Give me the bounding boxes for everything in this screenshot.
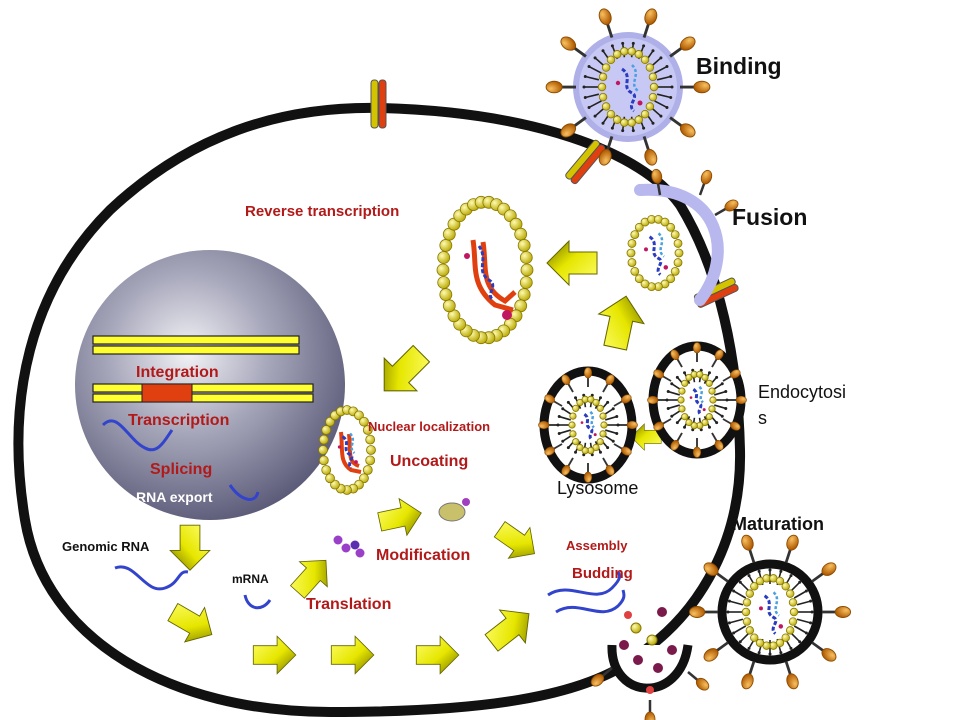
arrow-modification-to-assembly	[488, 513, 546, 570]
label-nuclear-localization: Nuclear localization	[368, 419, 490, 434]
arrow-to-budding	[478, 596, 543, 660]
arrow-fusion-to-rt	[546, 240, 598, 286]
label-binding: Binding	[696, 53, 782, 79]
lysosome-virion	[537, 366, 639, 484]
virion-binding	[544, 5, 712, 169]
arrow-to-modification	[375, 494, 426, 541]
mrna-strand	[243, 594, 272, 610]
arrow-nucleus-export	[169, 524, 211, 571]
label-integration: Integration	[136, 364, 219, 381]
modified-protein	[438, 498, 470, 522]
exported-rna	[228, 484, 260, 501]
host-dna	[92, 335, 314, 403]
label-endocytosis-2: s	[758, 408, 767, 428]
fusion-envelope	[634, 183, 724, 306]
label-translation: Translation	[306, 596, 391, 613]
endosome-virion	[646, 341, 748, 459]
polyprotein	[333, 535, 365, 558]
label-rna-export: RNA export	[136, 489, 213, 505]
label-lysosome: Lysosome	[557, 478, 638, 498]
label-modification: Modification	[376, 547, 470, 564]
label-assembly: Assembly	[566, 538, 628, 553]
label-fusion: Fusion	[732, 204, 807, 230]
capsid-reverse-transcription	[436, 195, 534, 345]
genomic-rna-strand	[114, 565, 189, 591]
label-reverse-transcription: Reverse transcription	[245, 203, 399, 220]
label-transcription: Transcription	[128, 412, 229, 429]
arrow-translation-4	[415, 635, 460, 675]
budding-virion	[587, 607, 713, 720]
label-maturation: Maturation	[732, 514, 824, 534]
capsid-uncoating	[318, 405, 376, 495]
label-splicing: Splicing	[150, 461, 212, 478]
arrow-translation-1	[162, 594, 223, 653]
arrow-rt-to-uncoating	[367, 336, 439, 408]
arrow-translation-3	[330, 635, 375, 675]
assembly-rna-2	[555, 589, 626, 614]
virion-mature	[688, 532, 852, 692]
arrow-lysosome-to-fusion	[592, 290, 650, 353]
label-genomic-rna: Genomic RNA	[62, 539, 150, 554]
membrane-receptor-binding	[565, 139, 606, 185]
membrane-receptor-top	[370, 79, 387, 129]
label-endocytosis-1: Endocytosi	[758, 382, 846, 402]
capsid-fusion	[626, 214, 684, 292]
cell-membrane	[13, 102, 746, 718]
spliced-rna	[101, 419, 174, 452]
assembly-rna-1	[547, 571, 622, 597]
label-uncoating: Uncoating	[390, 453, 468, 470]
label-mrna: mRNA	[232, 572, 269, 586]
label-budding: Budding	[572, 565, 633, 582]
arrow-translation-2	[252, 635, 297, 675]
